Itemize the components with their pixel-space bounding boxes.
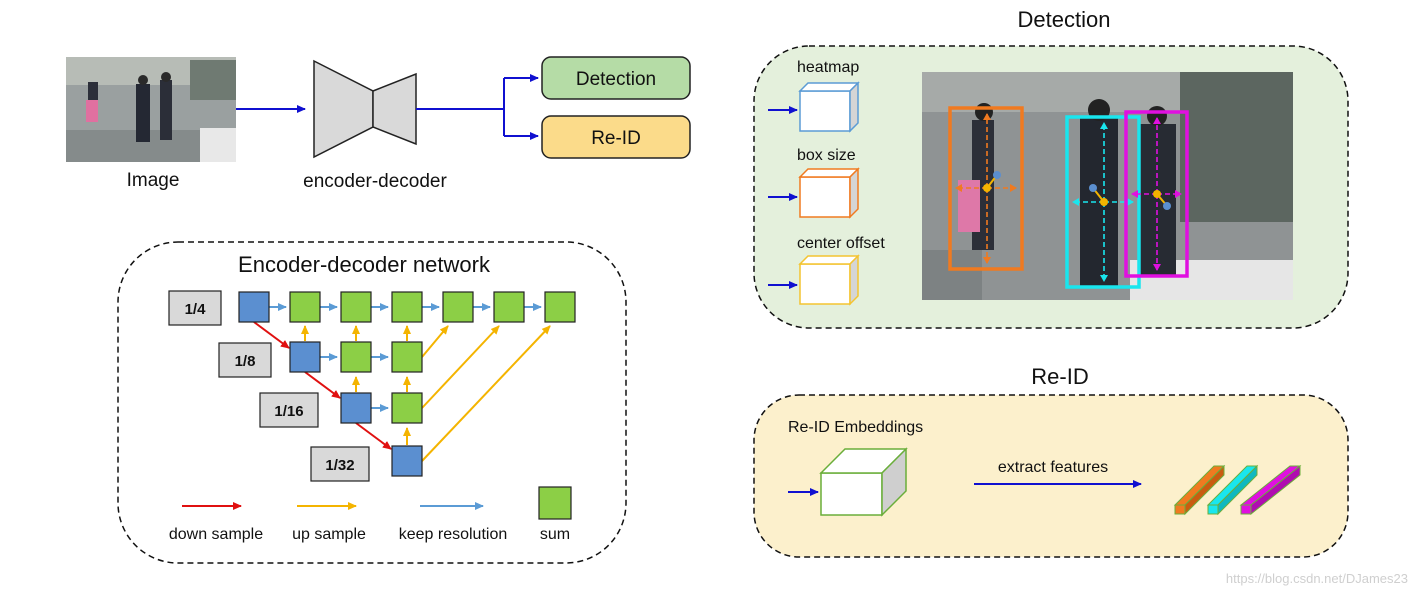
image-label: Image (127, 170, 180, 191)
scale-label-1-4 (168, 290, 222, 326)
input-image-thumbnail (66, 57, 236, 162)
node-green (442, 291, 474, 323)
reid-panel-title: Re-ID (1031, 364, 1088, 389)
detection-heads: heatmap box size center offset (768, 59, 885, 306)
node-blue (340, 392, 372, 424)
legend-keep-label: keep resolution (399, 526, 508, 543)
legend-down-label: down sample (169, 526, 263, 543)
scale-label-1-8 (218, 342, 272, 378)
person-head (975, 103, 993, 121)
reid-box-label: Re-ID (591, 128, 641, 149)
reid-panel (753, 394, 1349, 558)
detection-box (541, 56, 691, 100)
split-arrows (416, 74, 539, 140)
scale-label-1-32 (310, 446, 370, 482)
detection-panel-title: Detection (1018, 7, 1111, 32)
detection-image (922, 72, 1293, 300)
node-green (391, 392, 423, 424)
child-silhouette (958, 180, 980, 232)
decoder-shape (372, 72, 417, 146)
feature-vector-orange (1173, 464, 1226, 516)
watermark: https://blog.csdn.net/DJames23 (1226, 571, 1408, 586)
node-blue (289, 341, 321, 373)
node-blue (391, 445, 423, 477)
head-label-center-offset: center offset (797, 235, 885, 252)
network-legend: down sample up sample keep resolution su… (169, 486, 572, 543)
bbox-orange (948, 106, 1024, 271)
node-green (391, 291, 423, 323)
center-offset-cube (798, 254, 860, 306)
box-size-cube (798, 167, 860, 219)
extract-features-label: extract features (998, 459, 1108, 476)
legend-sum-label: sum (540, 526, 570, 543)
legend-sum-box (538, 486, 572, 520)
reid-embedding-cube (819, 447, 908, 517)
head-label-box-size: box size (797, 147, 856, 164)
node-green (340, 291, 372, 323)
scale-text: 1/8 (235, 353, 256, 370)
feature-vectors (1173, 464, 1302, 516)
node-green (340, 341, 372, 373)
encoder-network-panel (117, 241, 627, 564)
bbox-magenta (1124, 110, 1189, 278)
node-green (391, 341, 423, 373)
head-label-heatmap: heatmap (797, 59, 859, 76)
scale-labels: 1/4 1/8 1/16 1/32 (168, 290, 370, 482)
encoder-shape (313, 59, 374, 159)
network-edges (253, 303, 551, 462)
scale-label-1-16 (259, 392, 319, 428)
bbox-cyan (1065, 115, 1141, 289)
encoder-decoder-label: encoder-decoder (303, 171, 447, 192)
node-blue (238, 291, 270, 323)
node-green (289, 291, 321, 323)
scale-text: 1/4 (185, 301, 207, 318)
feature-vector-cyan (1206, 464, 1259, 516)
node-green (493, 291, 525, 323)
reid-embeddings-label: Re-ID Embeddings (788, 419, 923, 436)
reid-box (541, 115, 691, 159)
encoder-network-title: Encoder-decoder network (238, 252, 491, 277)
person-head (1147, 106, 1167, 126)
feature-vector-magenta (1239, 464, 1302, 516)
node-green (544, 291, 576, 323)
heatmap-cube (798, 81, 860, 133)
detection-box-label: Detection (576, 69, 656, 90)
scale-text: 1/16 (274, 403, 303, 420)
network-nodes (238, 291, 576, 477)
scale-text: 1/32 (325, 457, 354, 474)
legend-up-label: up sample (292, 526, 366, 543)
